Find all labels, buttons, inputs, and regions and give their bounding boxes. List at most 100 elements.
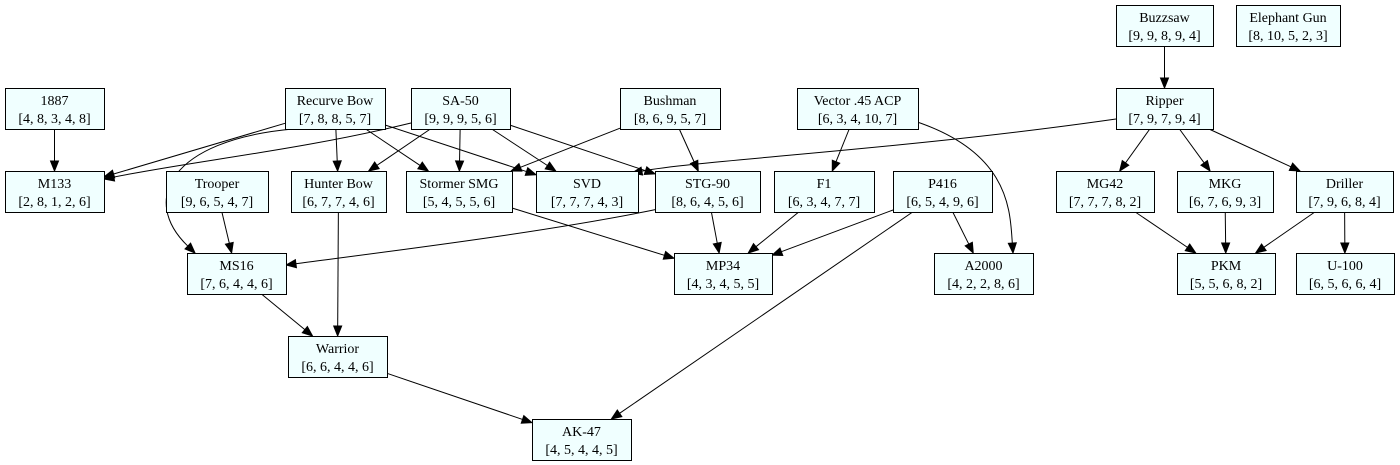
edge-stg-90-to-ms16 (295, 207, 664, 265)
edge-recurve-bow-to-svd (384, 124, 527, 173)
edge-trooper-to-ms16 (221, 211, 230, 244)
node-box-stg-90 (655, 171, 761, 213)
arrowhead-stg-90-to-mp34 (712, 241, 722, 255)
node-box-driller (1296, 171, 1394, 213)
arrowhead-mg42-to-pkm (1184, 243, 1197, 254)
node-box-bushman (620, 88, 721, 130)
node-p416: P416[6, 5, 4, 9, 6] (893, 171, 993, 213)
node-mp34: MP34[4, 3, 4, 5, 5] (674, 253, 773, 295)
arrowhead-mkg-to-pkm (1220, 242, 1231, 255)
arrowhead-recurve-bow-to-ms16 (184, 242, 196, 254)
node-name-elephant-gun: Elephant Gun (1249, 11, 1326, 26)
arrowhead-driller-to-u-100 (1340, 242, 1350, 255)
edge-bushman-to-stg-90 (678, 128, 695, 163)
node-mkg: MKG [6, 7, 6, 9, 3] (1177, 171, 1274, 213)
node-name-ripper: Ripper (1145, 94, 1183, 109)
arrowhead-sa-50-to-m133 (102, 172, 116, 182)
node-stg-90: STG-90 [8, 6, 4, 5, 6] (655, 171, 761, 213)
node-stats-stormer-smg: [5, 4, 5, 5, 6] (423, 195, 495, 210)
node-name-stg-90: STG-90 (685, 177, 730, 192)
node-bushman: Bushman[8, 6, 9, 5, 7] (620, 88, 721, 130)
arrowhead-ms16-to-warrior (301, 325, 314, 337)
node-name-p416: P416 (928, 177, 957, 192)
node-ripper: Ripper[7, 9, 7, 9, 4] (1116, 88, 1214, 130)
node-svd: SVD [7, 7, 7, 4, 3] (536, 171, 639, 213)
node-elephant-gun: Elephant Gun[8, 10, 5, 2, 3] (1236, 5, 1341, 47)
edge-warrior-to-ak-47 (386, 372, 523, 420)
node-stats-svd: [7, 7, 7, 4, 3] (551, 195, 623, 210)
arrowhead-ripper-to-mg42 (1118, 159, 1130, 173)
arrowhead-p416-to-ak-47 (610, 409, 623, 420)
node-box-1887 (5, 88, 105, 130)
node-name-trooper: Trooper (195, 177, 240, 192)
node-name-vector-45-acp: Vector .45 ACP (814, 94, 902, 109)
node-name-svd: SVD (573, 177, 601, 192)
node-box-sa-50 (411, 88, 511, 130)
arrowhead-stg-90-to-ms16 (284, 258, 298, 269)
arrowhead-p416-to-mp34 (770, 247, 784, 256)
edge-ms16-to-warrior (261, 293, 306, 331)
node-name-a2000: A2000 (964, 259, 1002, 274)
arrowhead-recurve-bow-to-stormer-smg (417, 161, 430, 172)
edge-bushman-to-stormer-smg (520, 127, 621, 168)
arrowhead-trooper-to-ms16 (224, 241, 234, 255)
node-name-m133: M133 (38, 177, 71, 192)
node-stats-buzzsaw: [9, 9, 8, 9, 4] (1128, 29, 1200, 44)
node-mg42: MG42[7, 7, 7, 8, 2] (1056, 171, 1155, 213)
edge-p416-to-ak-47 (619, 211, 913, 414)
edge-sa-50-to-hunter-bow (376, 128, 431, 166)
edge-vector-45-acp-to-f1 (835, 128, 850, 162)
arrowhead-sa-50-to-hunter-bow (367, 161, 380, 172)
arrowhead-p416-to-a2000 (964, 241, 974, 255)
node-stats-trooper: [9, 6, 5, 4, 7] (181, 195, 253, 210)
node-box-trooper (166, 171, 269, 213)
arrowhead-bushman-to-stormer-smg (509, 162, 523, 172)
edge-sa-50-to-stormer-smg (459, 128, 461, 162)
node-hunter-bow: Hunter Bow[6, 7, 7, 4, 6] (291, 171, 387, 213)
edge-recurve-bow-to-m133 (113, 122, 286, 175)
node-box-f1 (774, 171, 875, 213)
node-name-bushman: Bushman (644, 94, 697, 109)
node-buzzsaw: Buzzsaw[9, 9, 8, 9, 4] (1116, 5, 1214, 47)
node-name-mg42: MG42 (1087, 177, 1124, 192)
node-stats-1887: [4, 8, 3, 4, 8] (18, 112, 90, 127)
node-stats-u-100: [6, 5, 6, 6, 4] (1309, 277, 1381, 292)
node-stats-m133: [2, 8, 1, 2, 6] (18, 195, 90, 210)
node-stats-mp34: [4, 3, 4, 5, 5] (687, 277, 759, 292)
node-box-warrior (288, 336, 388, 378)
node-box-svd (536, 171, 639, 213)
node-stats-pkm: [5, 5, 6, 8, 2] (1190, 277, 1262, 292)
arrowhead-buzzsaw-to-ripper (1159, 77, 1170, 90)
arrowhead-ripper-to-mkg (1200, 159, 1211, 173)
node-trooper: Trooper [9, 6, 5, 4, 7] (166, 171, 269, 213)
node-name-mkg: MKG (1209, 177, 1242, 192)
node-stats-hunter-bow: [6, 7, 7, 4, 6] (302, 195, 374, 210)
node-pkm: PKM[5, 5, 6, 8, 2] (1177, 253, 1276, 295)
node-stats-stg-90: [8, 6, 4, 5, 6] (671, 195, 743, 210)
node-name-ms16: MS16 (219, 259, 253, 274)
node-recurve-bow: Recurve Bow[7, 8, 8, 5, 7] (285, 88, 386, 130)
edge-sa-50-to-stg-90 (509, 124, 646, 172)
arrowhead-stormer-smg-to-mp34 (662, 250, 676, 260)
node-stats-mkg: [6, 7, 6, 9, 3] (1189, 195, 1261, 210)
edge-vector-45-acp-to-a2000 (907, 118, 1013, 244)
node-stats-a2000: [4, 2, 2, 8, 6] (947, 277, 1019, 292)
node-stats-f1: [6, 3, 4, 7, 7] (788, 195, 860, 210)
edge-recurve-bow-to-hunter-bow (335, 128, 338, 162)
node-stats-warrior: [6, 6, 4, 4, 6] (301, 360, 373, 375)
node-box-mg42 (1056, 171, 1155, 213)
arrowhead-ripper-to-driller (1288, 162, 1302, 172)
node-name-f1: F1 (817, 177, 832, 192)
node-stats-driller: [7, 9, 6, 8, 4] (1308, 195, 1380, 210)
node-ms16: MS16[7, 6, 4, 4, 6] (187, 253, 287, 295)
arrowhead-hunter-bow-to-warrior (332, 325, 343, 338)
edge-p416-to-mp34 (781, 209, 894, 253)
node-name-warrior: Warrior (316, 342, 360, 357)
edge-hunter-bow-to-warrior (337, 211, 339, 327)
node-box-elephant-gun (1236, 5, 1341, 47)
arrowhead-driller-to-pkm (1254, 243, 1267, 254)
arrowhead-f1-to-mp34 (747, 242, 760, 254)
edge-ripper-to-mg42 (1125, 128, 1151, 164)
node-m133: M133 [2, 8, 1, 2, 6] (5, 171, 105, 213)
